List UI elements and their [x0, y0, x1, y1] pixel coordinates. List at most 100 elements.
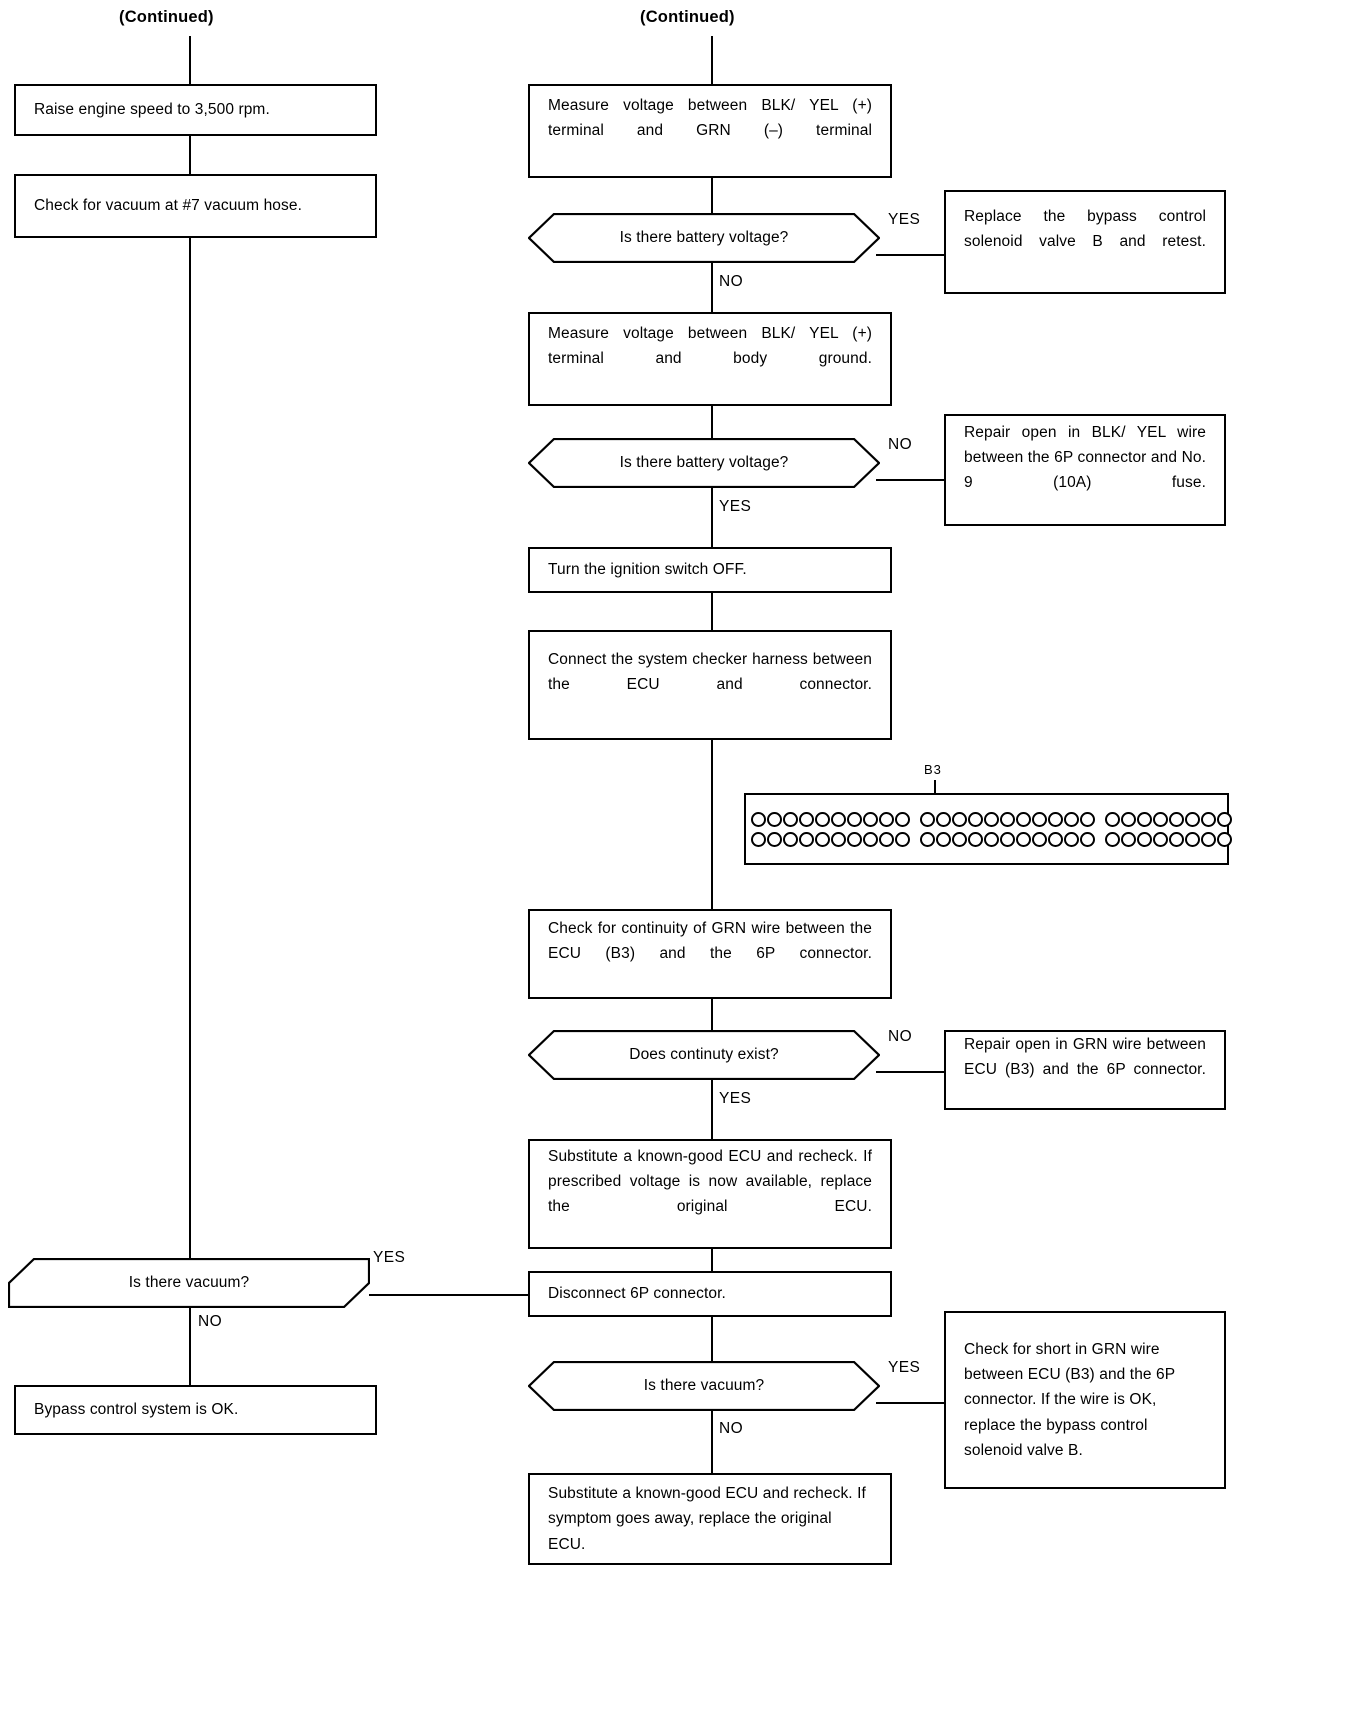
- connector-b3-label: B3: [924, 762, 942, 777]
- right-node-substitute-ecu-voltage: Substitute a known-good ECU and recheck.…: [528, 1139, 892, 1249]
- pin: [879, 811, 894, 827]
- pin-row-top: [920, 811, 1095, 827]
- pin: [1121, 811, 1136, 827]
- pin: [847, 811, 862, 827]
- pin: [1064, 831, 1079, 847]
- pin: [1000, 811, 1015, 827]
- pin: [847, 831, 862, 847]
- right-node-measure-voltage-grn: Measure voltage between BLK/ YEL (+) ter…: [528, 84, 892, 178]
- pin: [1185, 831, 1200, 847]
- pin: [984, 811, 999, 827]
- connector-line: [876, 479, 944, 481]
- right-branch-yes-label-4: YES: [888, 1359, 921, 1376]
- pin-row-bottom: [751, 831, 910, 847]
- hexagon-shape: [528, 1361, 880, 1411]
- pin: [1048, 811, 1063, 827]
- pin: [799, 811, 814, 827]
- right-decision-battery-voltage-2: Is there battery voltage?: [528, 438, 880, 488]
- pin: [831, 831, 846, 847]
- right-branch-yes-label-2: YES: [719, 498, 752, 515]
- pin: [751, 811, 766, 827]
- pin: [1064, 811, 1079, 827]
- right-node-check-continuity-grn: Check for continuity of GRN wire between…: [528, 909, 892, 999]
- left-continued-header: (Continued): [119, 8, 214, 26]
- pin: [1217, 811, 1232, 827]
- pin: [1185, 811, 1200, 827]
- right-node-ignition-off: Turn the ignition switch OFF.: [528, 547, 892, 593]
- right-branch-yes-label-3: YES: [719, 1090, 752, 1107]
- pin: [952, 831, 967, 847]
- outcome-repair-open-grn: Repair open in GRN wire between ECU (B3)…: [944, 1030, 1226, 1110]
- pin: [968, 831, 983, 847]
- pin: [1169, 831, 1184, 847]
- pin: [1153, 811, 1168, 827]
- right-decision-continuity-exist: Does continuty exist?: [528, 1030, 880, 1080]
- pin: [1105, 831, 1120, 847]
- outcome-replace-solenoid-valve-b: Replace the bypass control solenoid valv…: [944, 190, 1226, 294]
- right-decision-battery-voltage-1: Is there battery voltage?: [528, 213, 880, 263]
- connector-line-long: [189, 238, 191, 1258]
- right-branch-yes-label-1: YES: [888, 211, 921, 228]
- left-node-raise-engine-speed: Raise engine speed to 3,500 rpm.: [14, 84, 377, 136]
- connector-segment-3: [1100, 795, 1237, 863]
- right-decision-is-there-vacuum: Is there vacuum?: [528, 1361, 880, 1411]
- connector-line: [711, 406, 713, 438]
- hexagon-shape: [528, 213, 880, 263]
- pin: [815, 831, 830, 847]
- pin: [1153, 831, 1168, 847]
- pin: [895, 831, 910, 847]
- pin-row-top: [751, 811, 910, 827]
- pin: [1080, 831, 1095, 847]
- connector-line: [711, 36, 713, 84]
- ecu-connector-pin-diagram: [744, 793, 1232, 865]
- pin: [767, 831, 782, 847]
- pin: [1121, 831, 1136, 847]
- connector-line: [711, 1410, 713, 1473]
- pin: [1032, 831, 1047, 847]
- hexagon-shape: [528, 1030, 880, 1080]
- left-decision-is-there-vacuum: Is there vacuum?: [8, 1258, 370, 1308]
- pin: [984, 831, 999, 847]
- left-node-system-ok: Bypass control system is OK.: [14, 1385, 377, 1435]
- connector-line: [876, 1402, 944, 1404]
- connector-line: [369, 1294, 530, 1296]
- hexagon-shape: [8, 1258, 370, 1308]
- connector-line: [876, 1071, 944, 1073]
- right-branch-no-label-2: NO: [888, 436, 913, 453]
- connector-line: [189, 36, 191, 84]
- pin: [783, 811, 798, 827]
- right-node-disconnect-6p-connector: Disconnect 6P connector.: [528, 1271, 892, 1317]
- pin: [879, 831, 894, 847]
- pin: [767, 811, 782, 827]
- outcome-repair-open-blk-yel: Repair open in BLK/ YEL wire between the…: [944, 414, 1226, 526]
- pin: [952, 811, 967, 827]
- pin: [1016, 831, 1031, 847]
- left-branch-yes-label: YES: [373, 1249, 406, 1266]
- connector-b3-leader-line: [934, 780, 936, 802]
- pin: [863, 831, 878, 847]
- pin-row-bottom: [920, 831, 1095, 847]
- right-branch-no-label-3: NO: [888, 1028, 913, 1045]
- pin: [936, 811, 951, 827]
- connector-line: [711, 740, 713, 909]
- pin: [1201, 811, 1216, 827]
- connector-line: [711, 178, 713, 213]
- right-branch-no-label-4: NO: [719, 1420, 744, 1437]
- pin: [783, 831, 798, 847]
- pin: [1032, 811, 1047, 827]
- pin: [1217, 831, 1232, 847]
- connector-segment-2: [915, 795, 1100, 863]
- pin: [1000, 831, 1015, 847]
- connector-line: [711, 1079, 713, 1139]
- left-branch-no-label: NO: [198, 1313, 223, 1330]
- pin-row-top: [1105, 811, 1232, 827]
- connector-line: [711, 1317, 713, 1361]
- pin: [1201, 831, 1216, 847]
- pin: [895, 811, 910, 827]
- left-node-check-vacuum-hose: Check for vacuum at #7 vacuum hose.: [14, 174, 377, 238]
- right-branch-no-label-1: NO: [719, 273, 744, 290]
- pin: [1169, 811, 1184, 827]
- connector-segment-1: [746, 795, 915, 863]
- pin: [1048, 831, 1063, 847]
